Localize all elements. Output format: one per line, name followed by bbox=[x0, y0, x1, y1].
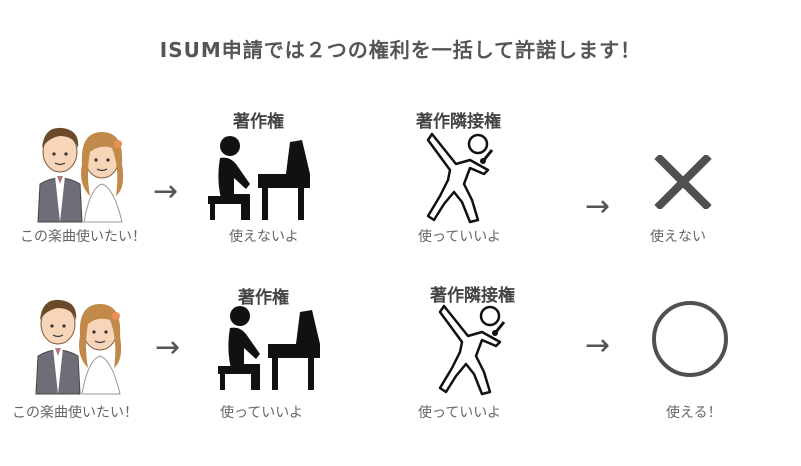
result-label: 使える！ bbox=[666, 405, 722, 421]
wedding-couple-icon bbox=[35, 299, 122, 395]
circle-icon bbox=[652, 301, 728, 377]
arrow-icon: → bbox=[585, 189, 611, 224]
neighboring-header: 著作隣接権 bbox=[416, 112, 501, 132]
singer-icon bbox=[426, 132, 494, 224]
copyright-header: 著作権 bbox=[238, 288, 289, 308]
copyright-header: 著作権 bbox=[233, 112, 284, 132]
neighboring-label: 使っていいよ bbox=[418, 229, 502, 245]
copyright-label: 使えないよ bbox=[229, 229, 299, 245]
neighboring-header: 著作隣接権 bbox=[430, 286, 515, 306]
singer-icon bbox=[438, 304, 506, 396]
result-label: 使えない bbox=[650, 229, 706, 245]
couple-label: この楽曲使いたい！ bbox=[20, 229, 146, 245]
arrow-icon: → bbox=[585, 328, 611, 363]
pianist-icon bbox=[208, 136, 310, 220]
copyright-label: 使っていいよ bbox=[220, 405, 304, 421]
cross-icon bbox=[654, 155, 712, 209]
neighboring-label: 使っていいよ bbox=[418, 405, 502, 421]
wedding-couple-icon bbox=[37, 127, 124, 223]
couple-label: この楽曲使いたい！ bbox=[12, 405, 138, 421]
arrow-icon: → bbox=[155, 330, 181, 365]
arrow-icon: → bbox=[153, 174, 179, 209]
page-title: ISUM申請では２つの権利を一括して許諾します！ bbox=[159, 38, 642, 62]
pianist-icon bbox=[218, 306, 320, 390]
